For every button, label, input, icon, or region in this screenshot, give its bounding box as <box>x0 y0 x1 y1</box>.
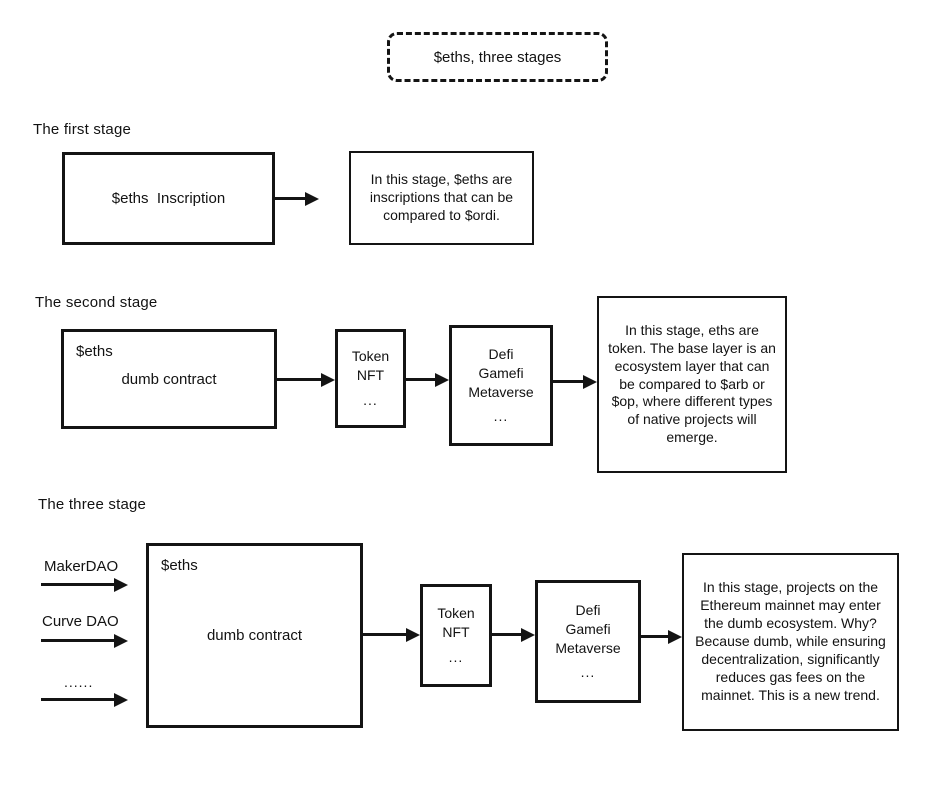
stage3-defi-line: Metaverse <box>555 639 621 656</box>
stage3-defi-line: Defi <box>575 601 601 618</box>
stage2-token-line: NFT <box>356 367 385 384</box>
diagram-title: $eths, three stages <box>433 48 562 66</box>
stage3-token-box: Token NFT ... <box>420 584 492 687</box>
stage3-box-title: $eths <box>161 557 198 574</box>
stage2-defi-line: Metaverse <box>468 383 534 400</box>
stage2-label: The second stage <box>35 294 158 311</box>
stage2-defi-line: ... <box>493 408 509 425</box>
stage2-defi-line: Gamefi <box>478 364 524 381</box>
stage3-input-curvedao: Curve DAO <box>42 613 119 630</box>
stage1-description-box: In this stage, $eths are inscriptions th… <box>349 151 534 245</box>
stage2-defi-box: Defi Gamefi Metaverse ... <box>449 325 553 446</box>
diagram-title-box: $eths, three stages <box>387 32 608 82</box>
stage3-input-ellipsis: ...... <box>64 674 94 690</box>
stage2-dumb-contract-box: $eths dumb contract <box>61 329 277 429</box>
arrow-right-icon <box>41 639 114 642</box>
arrow-right-icon <box>492 633 521 636</box>
stage2-box-body: dumb contract <box>121 370 217 388</box>
stage2-token-box: Token NFT ... <box>335 329 406 428</box>
arrow-right-icon <box>641 635 668 638</box>
arrow-right-icon <box>41 583 114 586</box>
stage1-box-text: $eths Inscription <box>111 190 226 207</box>
stage3-token-line: Token <box>437 605 475 622</box>
stage1-label: The first stage <box>33 121 132 138</box>
stage3-token-line: NFT <box>442 624 470 641</box>
stage3-label: The three stage <box>38 496 147 513</box>
arrow-right-icon <box>363 633 406 636</box>
arrow-right-icon <box>553 380 583 383</box>
arrow-right-icon <box>41 698 114 701</box>
stage2-token-line: ... <box>363 391 378 408</box>
stage3-box-body: dumb contract <box>206 627 303 644</box>
stage2-box-title: $eths <box>76 343 113 360</box>
stage3-description: In this stage, projects on the Ethereum … <box>695 579 886 703</box>
stage1-description: In this stage, $eths are inscriptions th… <box>369 171 514 223</box>
stage2-defi-line: Defi <box>488 345 514 362</box>
arrow-right-icon <box>277 378 321 381</box>
stage2-token-line: Token <box>351 348 390 365</box>
stage1-inscription-box: $eths Inscription <box>62 152 275 245</box>
stage3-dumb-contract-box: $eths dumb contract <box>146 543 363 728</box>
arrow-right-icon <box>406 378 435 381</box>
arrow-right-icon <box>275 197 305 200</box>
stage3-defi-box: Defi Gamefi Metaverse ... <box>535 580 641 703</box>
stage3-input-makerdao: MakerDAO <box>44 558 119 575</box>
stage3-description-box: In this stage, projects on the Ethereum … <box>682 553 899 731</box>
stage2-description-box: In this stage, eths are token. The base … <box>597 296 787 473</box>
stage3-defi-line: ... <box>580 664 596 681</box>
stage2-description: In this stage, eths are token. The base … <box>608 321 776 446</box>
stage3-token-line: ... <box>448 648 464 665</box>
stage3-defi-line: Gamefi <box>565 620 611 637</box>
